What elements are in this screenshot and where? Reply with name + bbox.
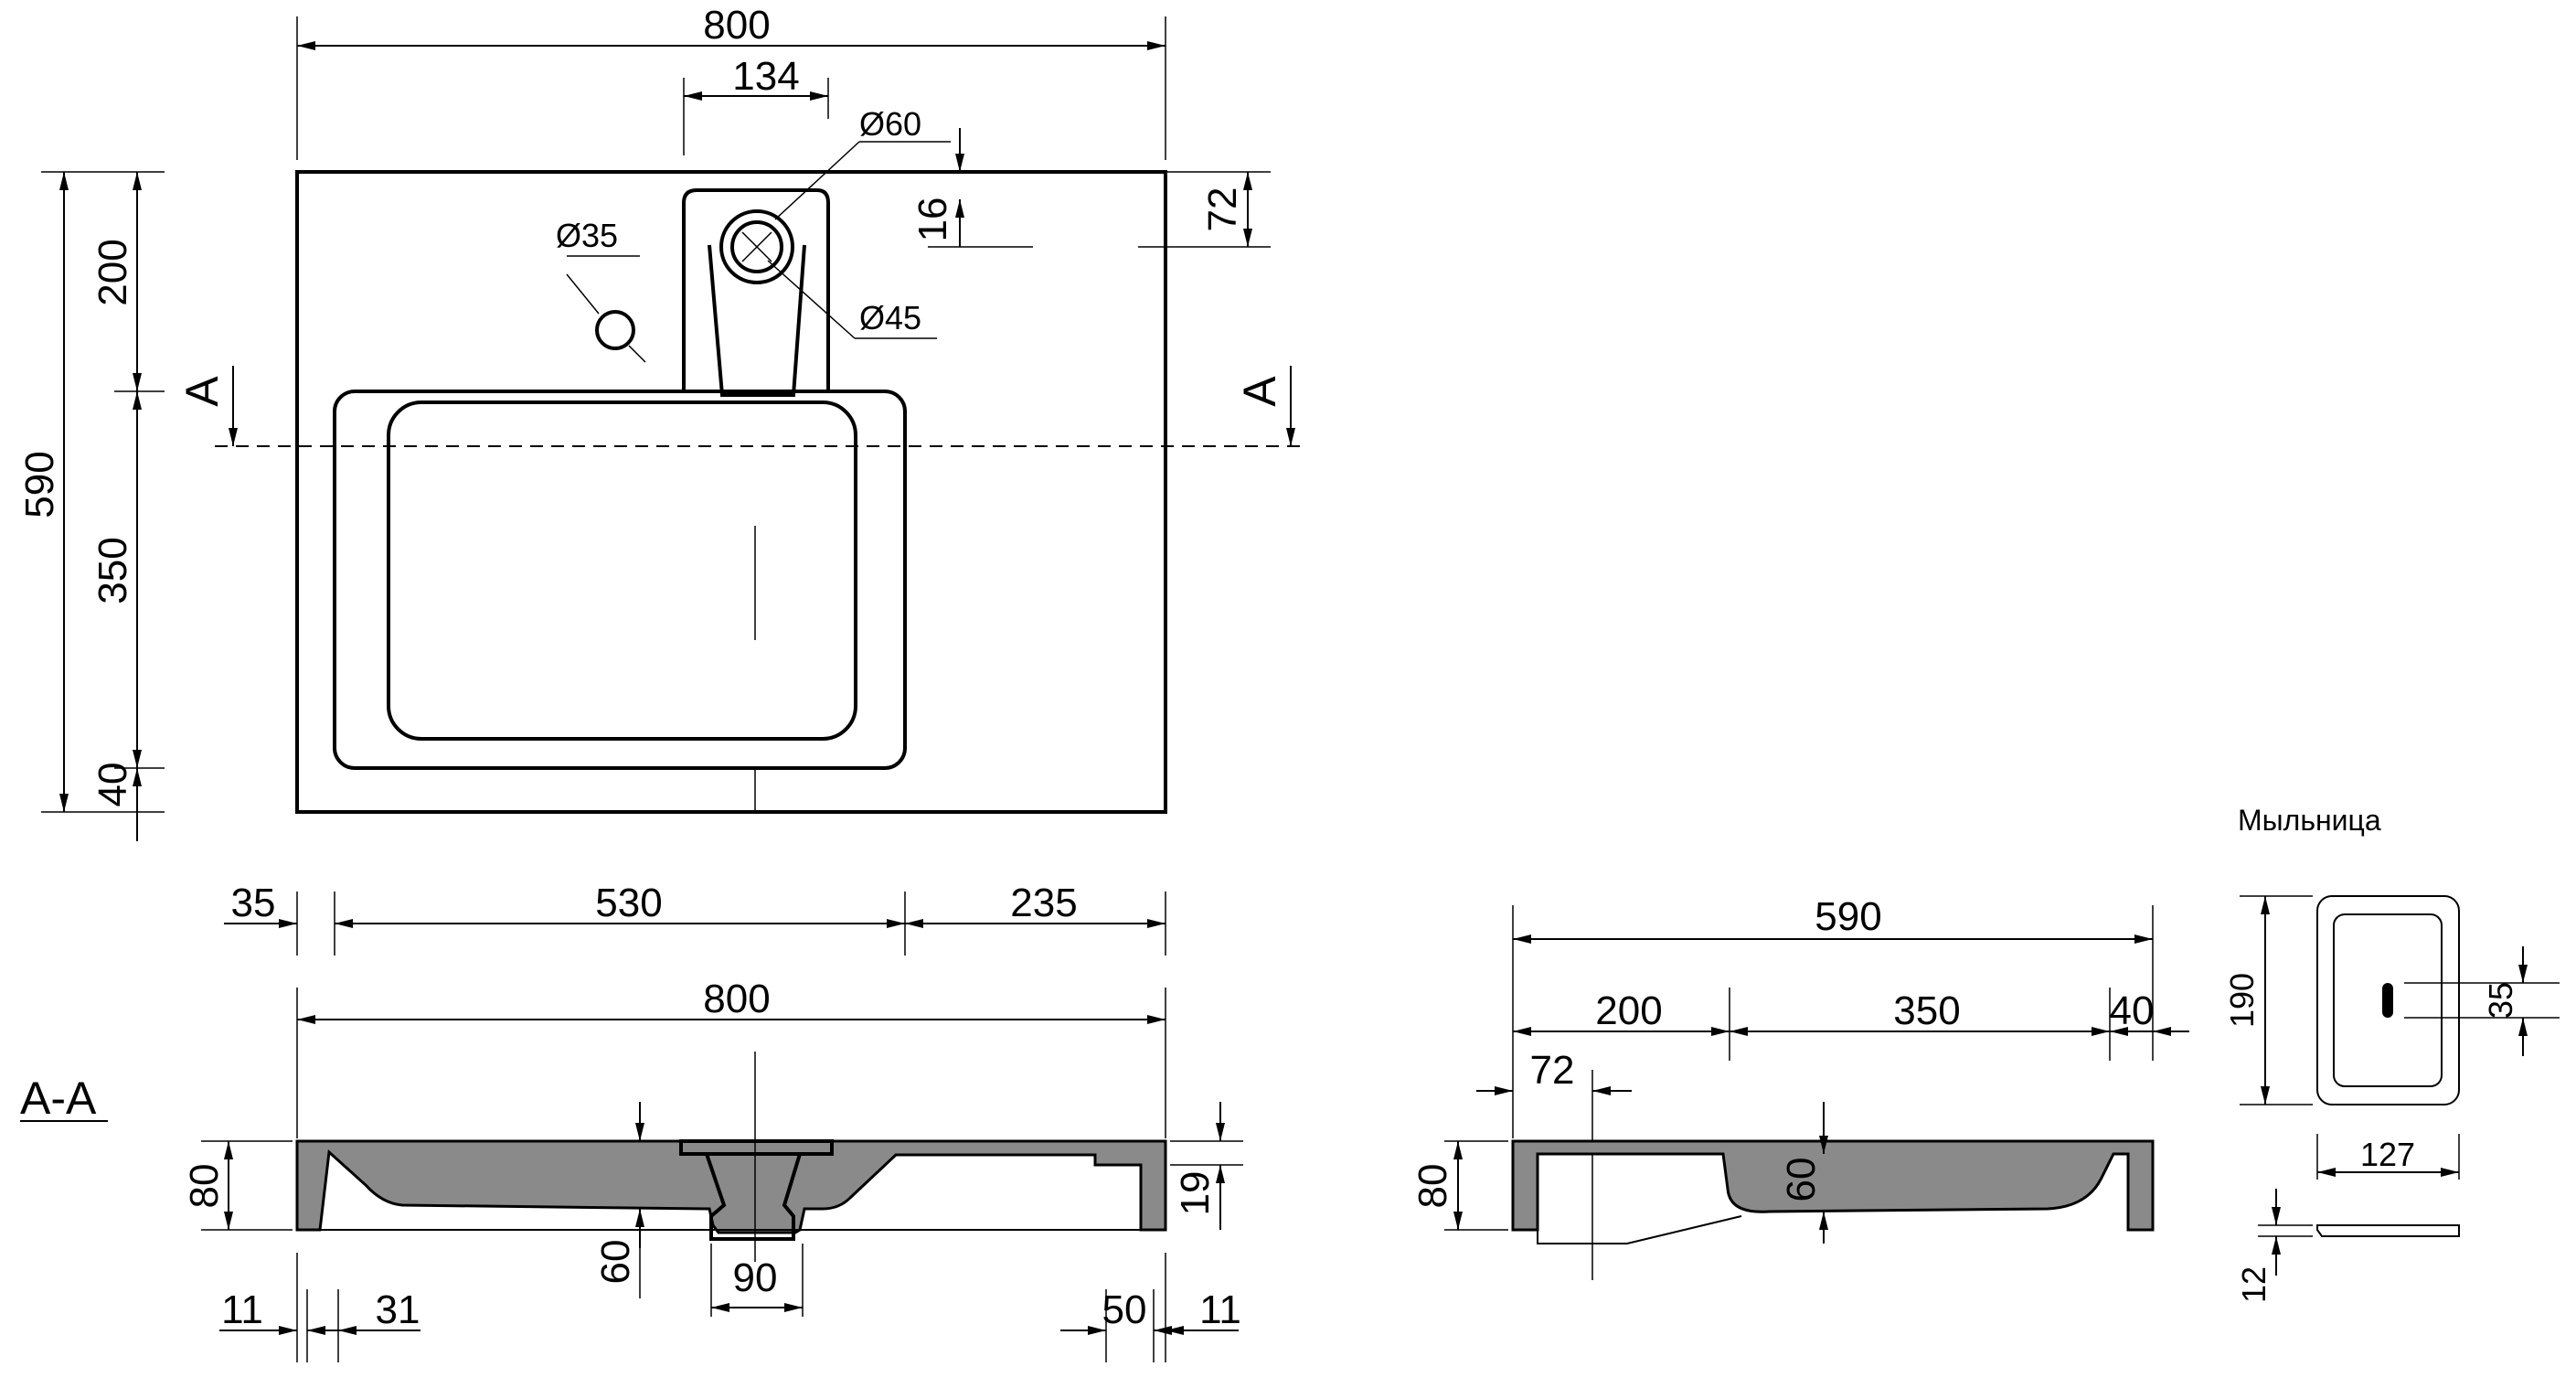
dim-hole-inner: Ø45: [859, 299, 921, 336]
dim-bowl-depth: 60: [593, 1240, 638, 1285]
side-section-view: 590 200 350 40 72 80 60: [1410, 894, 2189, 1280]
dim-side-height: 80: [1410, 1164, 1455, 1209]
section-mark-left: A: [176, 376, 228, 407]
dim-depth-back: 200: [90, 239, 135, 305]
side-section-base: [1537, 1215, 1742, 1244]
dim-offset-72: 72: [1200, 187, 1245, 232]
tap-hole: [595, 310, 635, 350]
overflow-channel: [708, 244, 806, 397]
section-mark-right: A: [1234, 376, 1285, 407]
drain-cross: [741, 231, 772, 262]
dim-side-front: 40: [2110, 988, 2155, 1033]
dim-width: 800: [703, 3, 770, 48]
countertop-outline: [295, 170, 1167, 814]
dim-drain: 90: [733, 1255, 778, 1300]
drain-body: [705, 1153, 802, 1241]
soap-dish-slot: [2382, 983, 2393, 1018]
dim-depth-front: 40: [90, 763, 135, 807]
dim-wall-right: 11: [1199, 1287, 1241, 1332]
dim-side-back: 200: [1595, 988, 1662, 1033]
section-aa-view: A-A 35 530 235 800 80 60: [20, 881, 1243, 1362]
drain-outer: [719, 209, 794, 284]
side-section-body: [1511, 1139, 2155, 1232]
dim-right: 235: [1010, 881, 1077, 925]
bowl-inner: [387, 400, 857, 741]
bowl-outer-rim: [333, 390, 907, 770]
dim-offset-right: 50: [1102, 1287, 1147, 1332]
dim-wall-left: 11: [221, 1287, 263, 1332]
dim-offset-16: 16: [910, 198, 955, 242]
soap-dish-inner: [2333, 913, 2443, 1087]
dim-rim: 19: [1173, 1171, 1218, 1216]
section-body: [295, 1139, 1167, 1234]
drain-flange: [679, 1139, 834, 1156]
dim-tap-hole: Ø35: [556, 217, 618, 254]
dim-bowl: 530: [595, 881, 662, 925]
dim-width-section: 800: [703, 977, 770, 1021]
dim-soap-length: 190: [2223, 973, 2261, 1028]
section-title: A-A: [20, 1073, 97, 1124]
dim-soap-height: 12: [2235, 1266, 2273, 1303]
dim-depth-bowl: 350: [90, 537, 135, 603]
dim-height: 80: [182, 1164, 227, 1209]
dim-depth-total: 590: [17, 451, 62, 518]
dim-side-bowl: 350: [1893, 988, 1960, 1033]
soap-dish-title: Мыльница: [2238, 804, 2381, 837]
soap-dish-profile: [2316, 1224, 2460, 1237]
dim-side-offset: 72: [1530, 1048, 1575, 1093]
dim-side-bowl-depth: 60: [1779, 1158, 1824, 1202]
dim-left: 35: [231, 881, 276, 925]
soap-dish-view: Мыльница 190 35 127 12: [2223, 804, 2560, 1303]
soap-dish-outer: [2316, 895, 2460, 1105]
dim-hole-outer: Ø60: [859, 105, 921, 143]
drain-inner: [730, 220, 783, 273]
dim-soap-width: 127: [2360, 1136, 2415, 1173]
dim-offset-left: 31: [376, 1287, 420, 1332]
dim-mixer-zone: 134: [732, 54, 799, 99]
plan-view: 800 134 Ø60 Ø45 Ø35 16 72: [17, 3, 1307, 841]
dim-soap-slot: 35: [2482, 982, 2519, 1019]
dim-side-total: 590: [1815, 894, 1881, 939]
mixer-platform: [682, 188, 830, 391]
